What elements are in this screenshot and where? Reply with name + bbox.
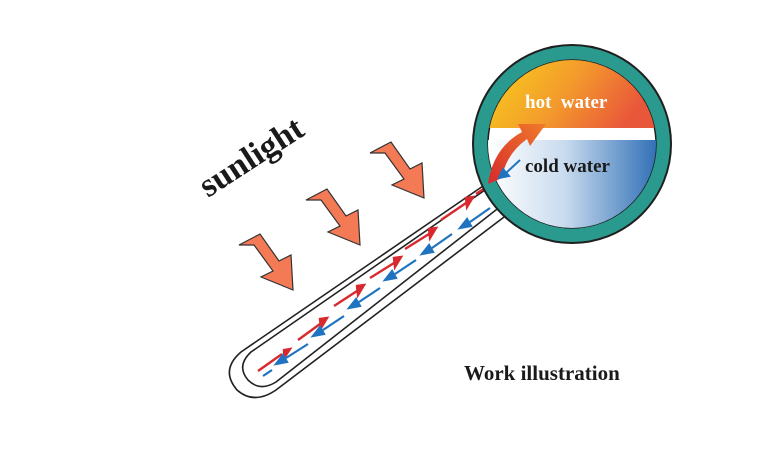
cold-flow-arrows xyxy=(262,207,491,377)
sun-arrow-icon xyxy=(238,233,294,291)
cold-water-label: cold water xyxy=(525,156,611,177)
hot-flow-arrows xyxy=(257,172,506,372)
hot-water-label: hot water xyxy=(525,92,608,113)
descending-cold-arrow-icon xyxy=(497,159,521,180)
vacuum-tube xyxy=(228,172,517,399)
water-tank: hot water cold water xyxy=(472,44,672,244)
sun-arrow-icon xyxy=(305,188,361,246)
sunlight-arrows xyxy=(238,141,425,291)
sunlight-label: sunlight xyxy=(192,109,311,204)
sun-arrow-icon xyxy=(369,141,425,199)
caption: Work illustration xyxy=(464,361,620,385)
